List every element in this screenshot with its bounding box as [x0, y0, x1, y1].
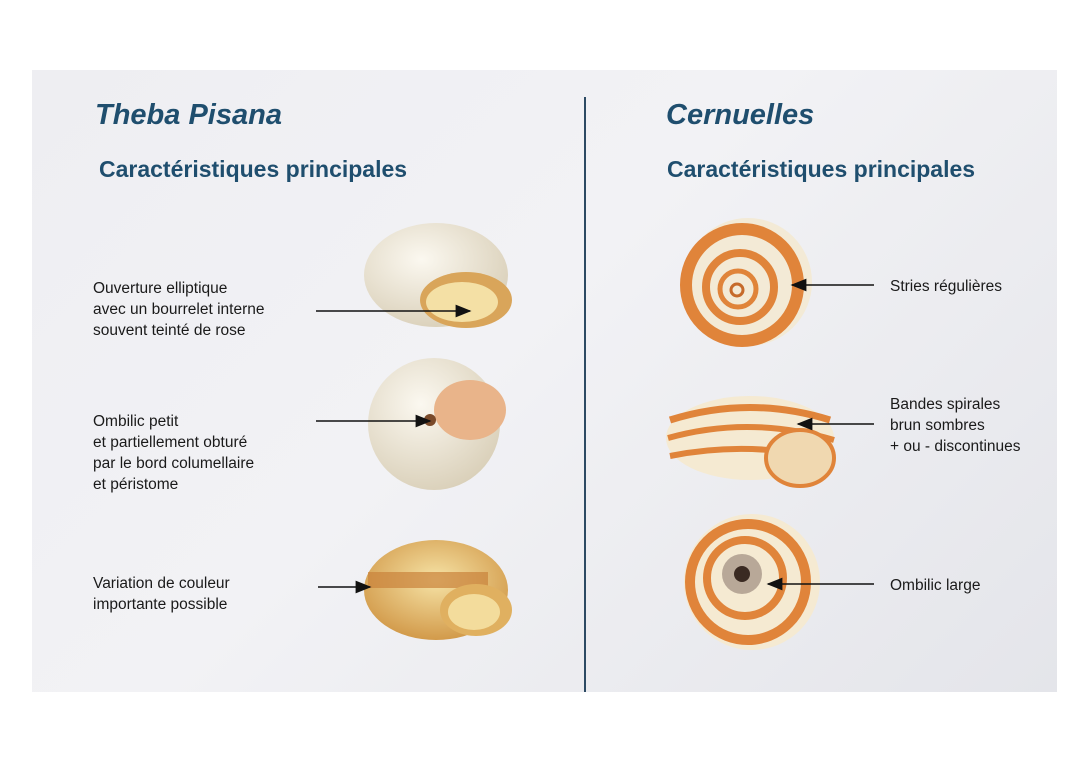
- label-line: Ouverture elliptique: [93, 280, 228, 297]
- right-subtitle: Caractéristiques principales: [667, 156, 976, 182]
- label-line: Variation de couleur: [93, 575, 230, 592]
- left-title: Theba Pisana: [95, 99, 282, 131]
- cernuelle-shell-bands: [666, 396, 836, 488]
- theba-shell-side-view: [364, 223, 512, 328]
- theba-shell-umbilicus-view: [368, 358, 506, 490]
- label-line: Ombilic petit: [93, 413, 179, 430]
- right-title: Cernuelles: [666, 99, 815, 131]
- infographic-panel: [32, 70, 1057, 692]
- label-line: avec un bourrelet interne: [93, 301, 265, 318]
- pointer-arrows: [316, 278, 874, 594]
- feature-label-striae: Stries régulières: [890, 276, 1002, 297]
- feature-label-umbilicus: Ombilic petit et partiellement obturé pa…: [93, 411, 254, 495]
- column-divider: [584, 97, 586, 692]
- label-line: importante possible: [93, 596, 228, 613]
- label-line: Stries régulières: [890, 278, 1002, 295]
- label-line: + ou - discontinues: [890, 438, 1021, 455]
- label-line: Bandes spirales: [890, 396, 1001, 413]
- cernuelle-shell-striae: [680, 218, 812, 347]
- feature-label-bands: Bandes spirales brun sombres + ou - disc…: [890, 394, 1021, 457]
- label-line: par le bord columellaire: [93, 455, 255, 472]
- feature-label-aperture: Ouverture elliptique avec un bourrelet i…: [93, 278, 264, 341]
- label-line: et partiellement obturé: [93, 434, 248, 451]
- label-line: souvent teinté de rose: [93, 322, 246, 339]
- label-line: Ombilic large: [890, 577, 981, 594]
- cernuelle-shell-umbilicus: [684, 514, 820, 650]
- left-subtitle: Caractéristiques principales: [99, 156, 408, 182]
- label-line: et péristome: [93, 476, 179, 493]
- feature-label-color: Variation de couleur importante possible: [93, 573, 230, 615]
- theba-shell-color-variant: [364, 540, 512, 640]
- label-line: brun sombres: [890, 417, 985, 434]
- feature-label-wide-umbilicus: Ombilic large: [890, 575, 980, 596]
